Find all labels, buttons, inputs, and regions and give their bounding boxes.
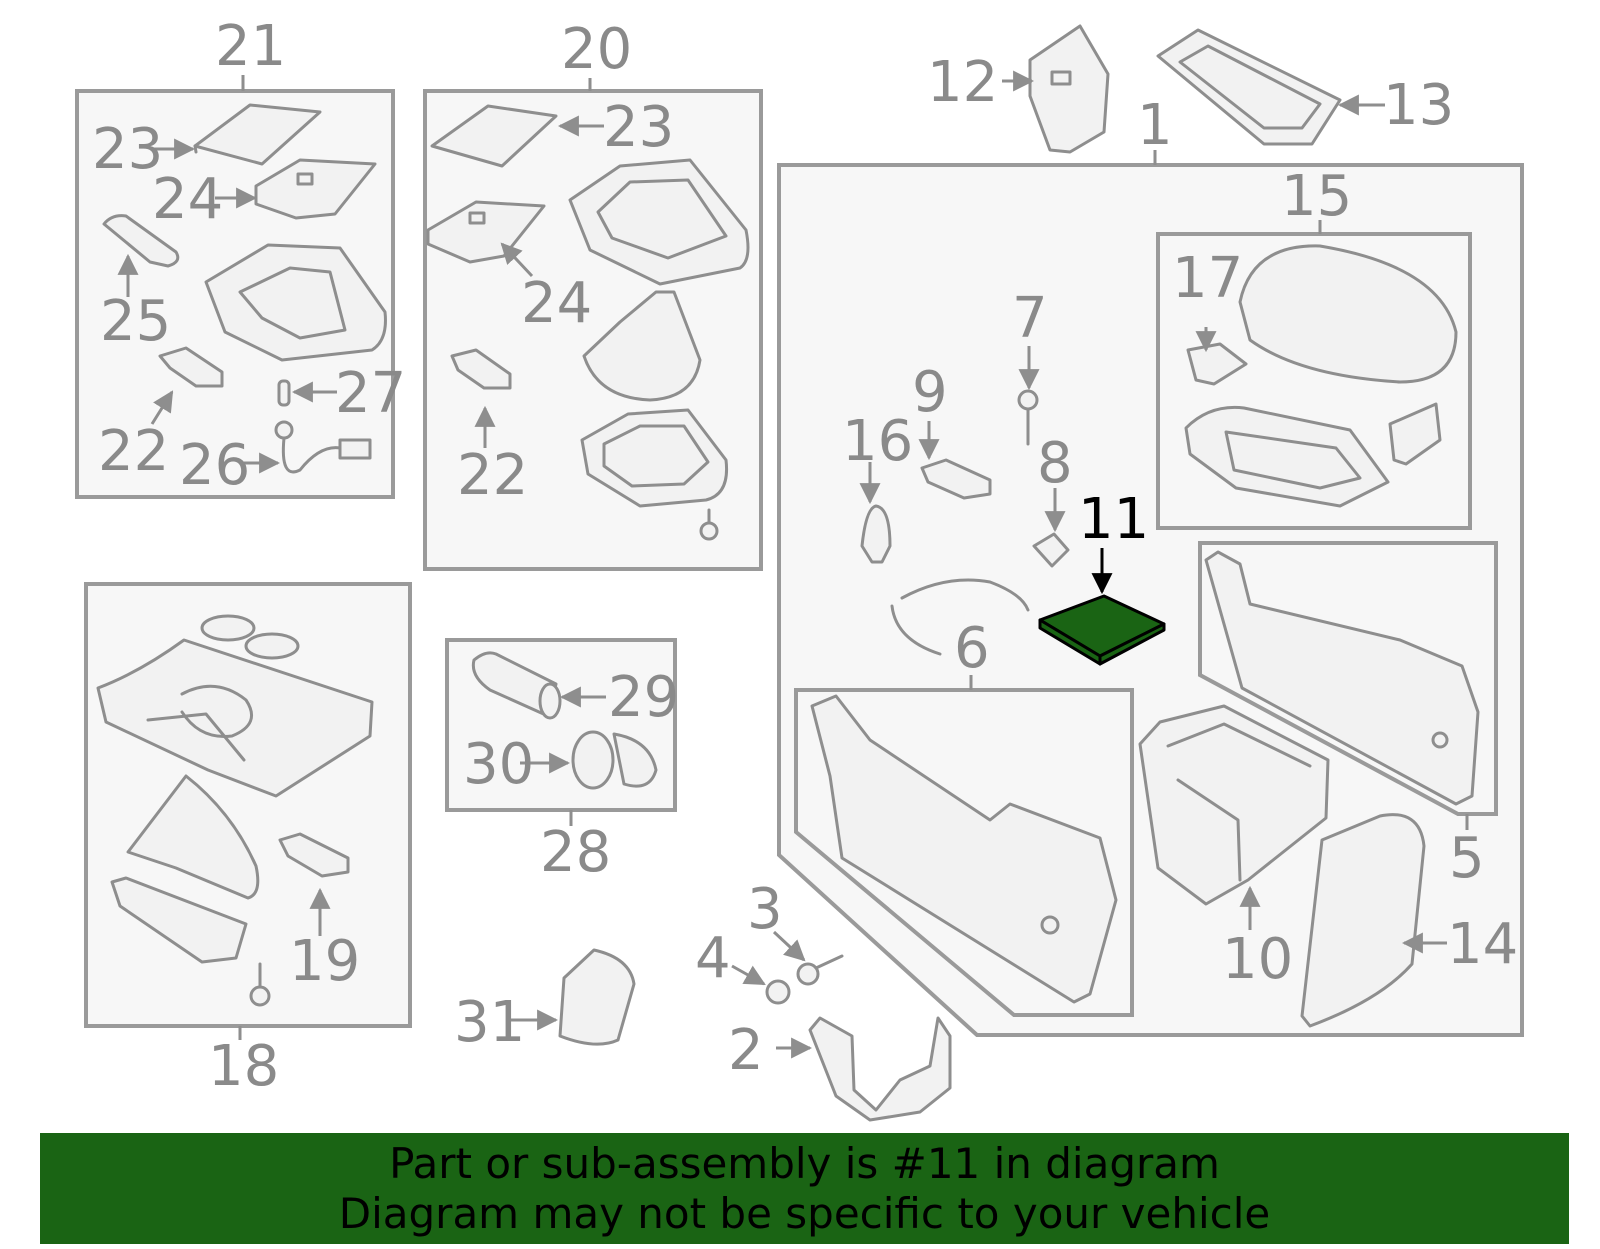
part-side-panel-6 <box>810 694 1118 1004</box>
callout-12: 12 <box>927 50 998 115</box>
callout-7: 7 <box>1012 286 1048 351</box>
part-armrest-latch <box>1388 402 1442 466</box>
callout-28: 28 <box>540 820 611 885</box>
part-2-bracket <box>808 1016 952 1122</box>
part-23-lid-a <box>193 103 322 166</box>
part-19-clip <box>278 832 350 878</box>
callout-4: 4 <box>695 926 731 991</box>
part-armrest-lid <box>1238 244 1458 384</box>
part-22-clip-a <box>158 346 224 388</box>
group-box-18 <box>84 582 412 1028</box>
part-shift-boot <box>582 290 702 402</box>
part-12-bracket <box>1028 24 1110 154</box>
callout-27: 27 <box>335 361 406 426</box>
callout-13: 13 <box>1383 73 1454 138</box>
part-8-nut <box>1032 532 1070 568</box>
part-13-tray <box>1156 28 1342 146</box>
part-10-frame <box>1138 704 1330 906</box>
callout-11: 11 <box>1078 487 1149 552</box>
part-side-trim-18 <box>126 774 260 900</box>
callout-3: 3 <box>747 877 783 942</box>
part-31-switch <box>558 948 636 1046</box>
part-25-trim <box>102 214 180 268</box>
callout-16: 16 <box>842 409 913 474</box>
callout-9: 9 <box>912 360 948 425</box>
part-9-clip <box>920 458 992 500</box>
callout-1: 1 <box>1137 93 1173 158</box>
callout-6: 6 <box>954 616 990 681</box>
part-7-screw <box>1017 389 1039 446</box>
part-armrest-box <box>1184 405 1390 508</box>
part-22-clip-b <box>450 348 512 390</box>
part-side-panel-5 <box>1204 550 1480 806</box>
part-16-plug <box>860 504 892 564</box>
part-30-bezel <box>571 730 658 790</box>
callout-18: 18 <box>208 1034 279 1099</box>
callout-23b: 23 <box>603 95 674 160</box>
part-29-socket <box>471 651 562 720</box>
callout-15: 15 <box>1281 164 1352 229</box>
callout-22b: 22 <box>457 443 528 508</box>
callout-26: 26 <box>179 433 250 498</box>
part-23-lid-b <box>430 104 558 168</box>
callout-19: 19 <box>289 929 360 994</box>
part-shift-bezel <box>568 158 750 286</box>
callout-25: 25 <box>100 289 171 354</box>
callout-17: 17 <box>1172 246 1243 311</box>
callout-24b: 24 <box>521 271 592 336</box>
callout-2: 2 <box>728 1018 764 1083</box>
part-wire-6 <box>890 578 1030 656</box>
part-3-screw <box>796 954 844 986</box>
callout-8: 8 <box>1037 431 1073 496</box>
banner-line-1: Part or sub-assembly is #11 in diagram <box>389 1138 1220 1188</box>
callout-31: 31 <box>454 990 525 1055</box>
part-cupholder-panel <box>96 638 374 798</box>
callout-29: 29 <box>608 665 679 730</box>
part-14-end-cover <box>1300 813 1426 1028</box>
callout-20: 20 <box>561 17 632 82</box>
callout-21: 21 <box>215 14 286 79</box>
callout-30: 30 <box>463 732 534 797</box>
callout-23a: 23 <box>92 117 163 182</box>
part-screw-20 <box>699 508 719 541</box>
arrow-group <box>117 70 1447 1059</box>
part-11-pad <box>1038 594 1166 666</box>
info-banner: Part or sub-assembly is #11 in diagram D… <box>40 1133 1569 1244</box>
callout-14: 14 <box>1447 912 1518 977</box>
part-cup-rings <box>200 614 300 660</box>
part-boot-frame <box>580 408 729 508</box>
part-27-bulb <box>277 379 291 407</box>
part-lower-tray <box>110 876 248 964</box>
callout-5: 5 <box>1449 826 1485 891</box>
part-26-harness <box>274 420 372 474</box>
part-4-clip <box>765 979 791 1005</box>
callout-24a: 24 <box>152 167 223 232</box>
callout-10: 10 <box>1222 927 1293 992</box>
part-panel-21 <box>204 243 387 362</box>
banner-line-2: Diagram may not be specific to your vehi… <box>338 1188 1271 1238</box>
part-screw-18 <box>249 962 271 1007</box>
callout-22a: 22 <box>98 419 169 484</box>
